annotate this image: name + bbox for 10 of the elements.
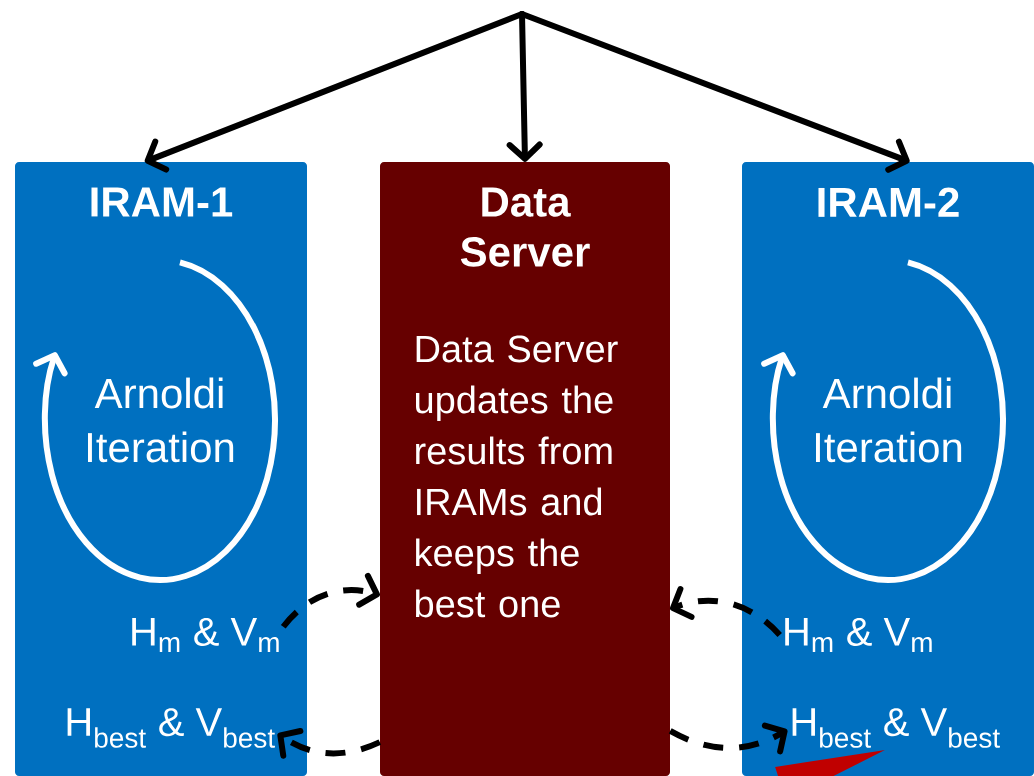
matrix-label: H$_{m}$ & V$_{m}$ [132,617,279,653]
matrix-label: H$_{best}$ & V$_{best}$ [67,708,275,748]
arrow [519,11,910,173]
matrix-label: H$_{best}$ & V$_{best}$ [792,708,1000,748]
dashed-arrow [670,586,782,638]
dashed-arrow [280,572,380,629]
dashed-arrow [668,722,788,755]
dashed-arrow [277,728,381,759]
column-box: Data Server Data Server updates the results from IRAMs and keeps the best one [380,162,670,776]
matrix-label: H$_{m}$ & V$_{m}$ [785,617,932,653]
